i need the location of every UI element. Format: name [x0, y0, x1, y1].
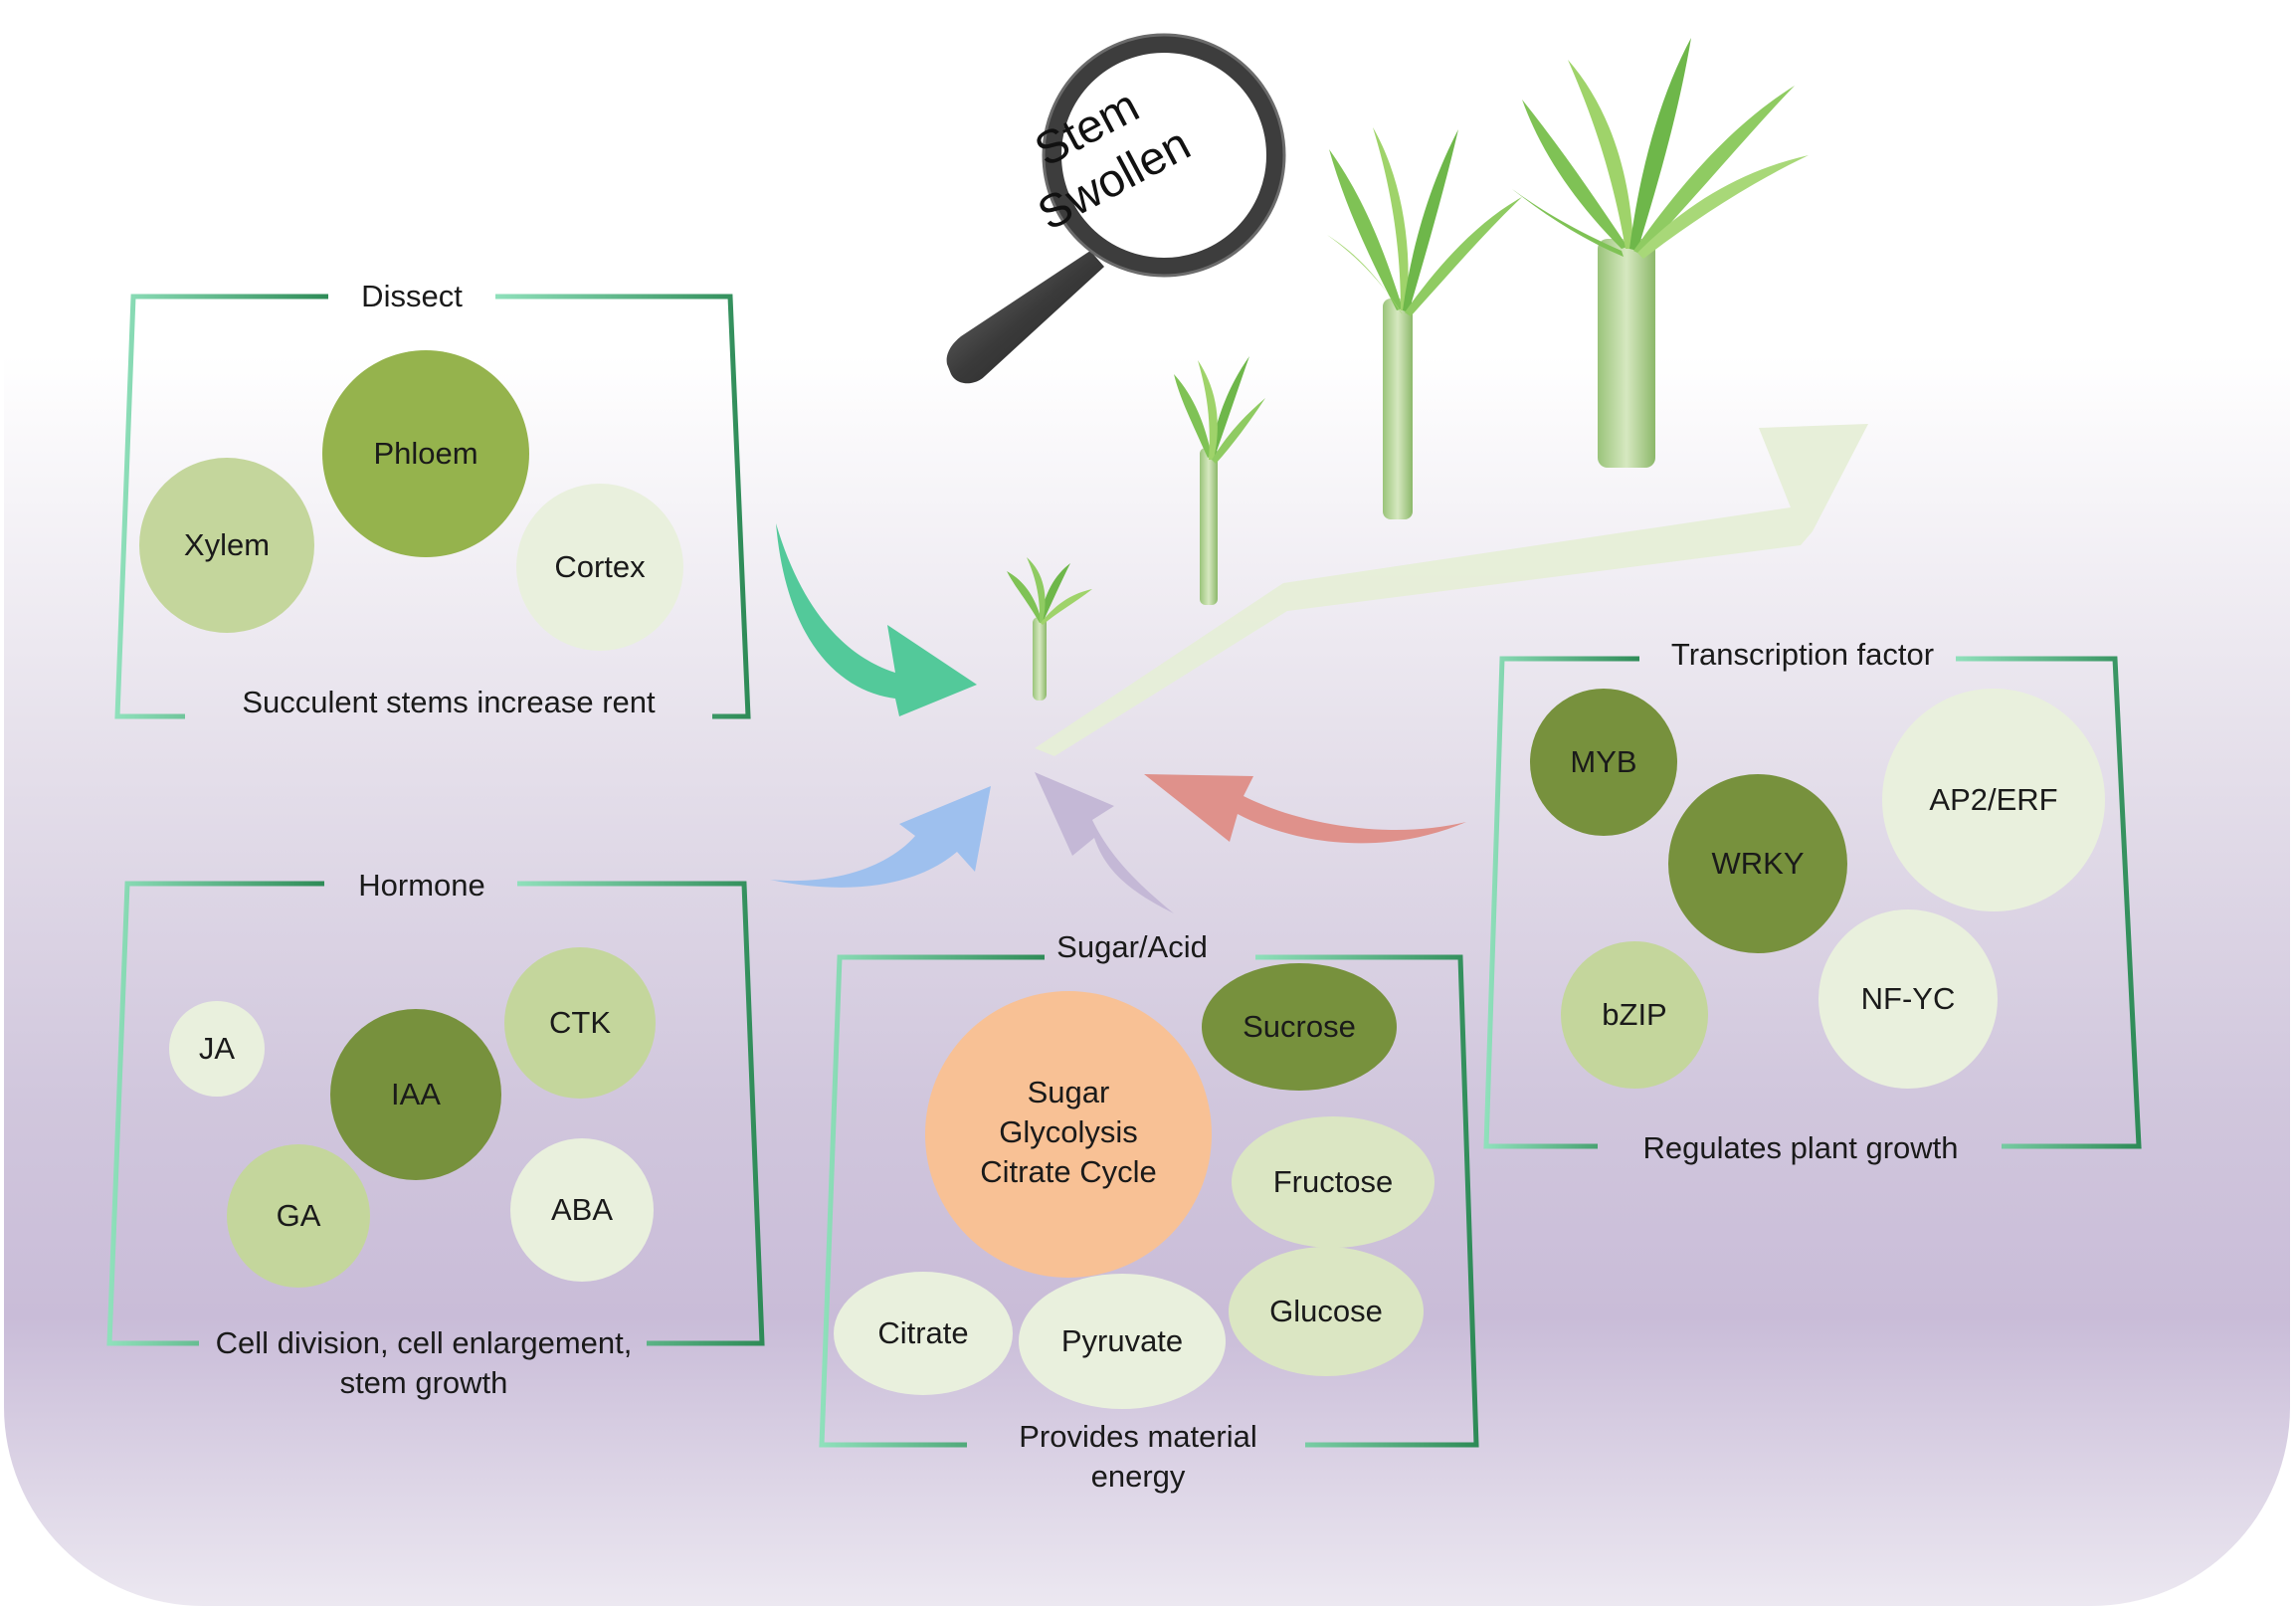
citrate-label: Citrate — [877, 1315, 969, 1350]
tf-caption: Regulates plant growth — [1642, 1130, 1959, 1165]
ga-circle — [227, 1144, 370, 1288]
pyruvate-label: Pyruvate — [1060, 1323, 1184, 1358]
seedling-small-icon — [1007, 557, 1092, 701]
ctk-label: CTK — [549, 1005, 611, 1040]
ja-circle — [169, 1001, 265, 1097]
myb-circle — [1530, 689, 1677, 836]
wrky-circle — [1668, 774, 1847, 953]
citrate-ellipse — [834, 1272, 1013, 1395]
nfyc-label: NF-YC — [1860, 981, 1956, 1016]
tf-title: Transcription factor — [1670, 637, 1935, 672]
blue-arrow — [770, 786, 991, 888]
dissect-caption: Succulent stems increase rent — [242, 685, 656, 719]
cortex-label: Cortex — [554, 549, 646, 584]
wrky-label: WRKY — [1711, 846, 1805, 881]
sugar-center-label: Sugar Glycolysis Citrate Cycle — [980, 1075, 1157, 1189]
bzip-circle — [1561, 941, 1708, 1089]
aba-label: ABA — [550, 1192, 614, 1227]
sugar-title: Sugar/Acid — [1056, 929, 1208, 964]
ga-label: GA — [276, 1198, 321, 1233]
sugar-center-circle — [925, 991, 1212, 1278]
fructose-ellipse — [1232, 1116, 1435, 1248]
xylem-circle — [139, 458, 314, 633]
xylem-label: Xylem — [183, 527, 271, 562]
lavender-arrow — [1035, 772, 1174, 913]
ap2erf-label: AP2/ERF — [1929, 782, 2058, 817]
fructose-label: Fructose — [1272, 1164, 1394, 1199]
sugar-caption: Provides material energy — [1019, 1419, 1257, 1494]
plant-stage-3-icon — [1327, 127, 1522, 519]
cortex-circle — [516, 484, 683, 651]
tf-bracket — [1483, 656, 2142, 1149]
glucose-ellipse — [1229, 1247, 1424, 1376]
green-arrow — [776, 523, 977, 716]
sugar-bracket — [819, 954, 1479, 1448]
bzip-label: bZIP — [1602, 997, 1667, 1032]
hormone-caption: Cell division, cell enlargement, stem gr… — [215, 1325, 633, 1400]
phloem-label: Phloem — [373, 436, 478, 471]
plant-stage-4-icon — [1512, 38, 1809, 468]
red-arrow — [1144, 774, 1466, 844]
dissect-title: Dissect — [361, 279, 463, 313]
iaa-label: IAA — [391, 1077, 441, 1111]
hormone-bracket — [106, 881, 765, 1346]
hormone-title: Hormone — [358, 868, 485, 903]
magnifier-icon — [946, 33, 1286, 384]
myb-label: MYB — [1570, 744, 1637, 779]
ap2erf-circle — [1882, 689, 2105, 911]
iaa-circle — [330, 1009, 501, 1180]
phloem-circle — [322, 350, 529, 557]
growth-arrow — [1035, 424, 1868, 756]
ja-label: JA — [198, 1031, 236, 1066]
ctk-circle — [504, 947, 656, 1099]
pyruvate-ellipse — [1019, 1274, 1226, 1409]
dissect-bracket — [114, 294, 751, 719]
sucrose-ellipse — [1202, 963, 1397, 1091]
glucose-label: Glucose — [1269, 1294, 1383, 1328]
aba-circle — [510, 1138, 654, 1282]
sucrose-label: Sucrose — [1243, 1009, 1356, 1044]
plant-stage-2-icon — [1174, 356, 1265, 605]
nfyc-circle — [1818, 909, 1998, 1089]
